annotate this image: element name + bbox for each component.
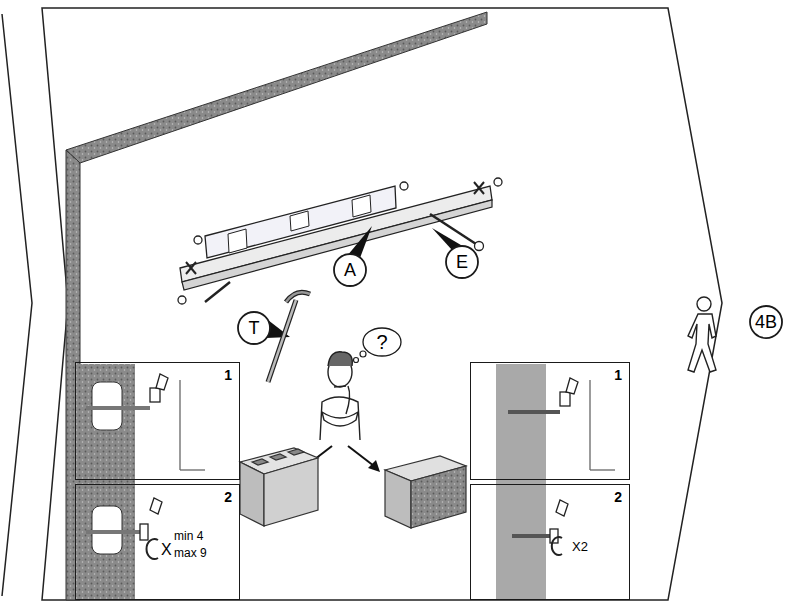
chevron-line [2, 14, 32, 596]
quantity-label: X2 [572, 540, 588, 553]
solid-block [385, 456, 466, 528]
callout-circle: A [333, 253, 367, 287]
anchor-screw [512, 500, 568, 555]
screws [178, 178, 502, 304]
thought-bubble: ? [362, 327, 402, 357]
hollow-block [240, 448, 318, 526]
thinking-man [320, 352, 360, 440]
walking-man [688, 297, 716, 372]
step-panel: 1 [75, 362, 240, 480]
level-windows [228, 195, 371, 253]
callout-circle: E [445, 245, 479, 279]
callout-circle: T [237, 311, 271, 345]
callout-circle: 4B [749, 305, 783, 339]
wall-top [66, 12, 487, 163]
step-panel: 2 [470, 484, 630, 600]
callout-letter: 4B [755, 313, 777, 331]
solid-wall-section [496, 364, 546, 600]
thought-dots [354, 351, 367, 363]
anchor-drill [508, 378, 615, 470]
anchor-drill [86, 374, 205, 470]
bolts [205, 214, 476, 302]
hollow-wall-section [77, 364, 135, 600]
question-mark: ? [376, 332, 387, 352]
callout-letter: E [456, 253, 468, 271]
step-frame [42, 8, 722, 600]
quantity-label: X [161, 542, 172, 558]
step-panel: 1 [470, 362, 630, 480]
step-number: 2 [614, 490, 622, 504]
callout-letter: T [249, 319, 260, 337]
quantity-label: min 4 [174, 530, 203, 542]
callout-letter: A [344, 261, 356, 279]
allen-key [268, 292, 310, 382]
rail-marks [186, 182, 484, 274]
anchor-screw [86, 498, 162, 559]
step-number: 1 [614, 368, 622, 382]
step-number: 1 [224, 368, 232, 382]
step-number: 2 [224, 490, 232, 504]
quantity-label: max 9 [174, 547, 207, 559]
step-panel: 2 [75, 484, 240, 600]
spirit-level [205, 186, 396, 258]
